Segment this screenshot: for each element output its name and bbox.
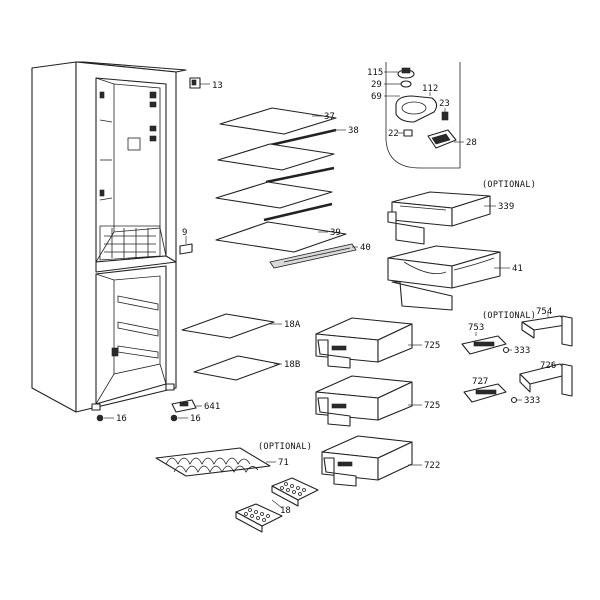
ice-trays-18: 18 <box>235 477 319 533</box>
label-29: 29 <box>371 80 382 90</box>
label-16-right: 16 <box>190 414 201 424</box>
label-726: 726 <box>540 361 556 371</box>
glass-shelf-3 <box>215 181 333 222</box>
label-333-a: 333 <box>514 346 530 356</box>
part-9-hinge: 9 <box>179 228 193 255</box>
label-725-top: 725 <box>424 341 440 351</box>
bracket-group: (OPTIONAL) 754 753 333 726 727 333 <box>461 307 573 406</box>
label-39: 39 <box>330 228 341 238</box>
shelf-trim-38: 38 <box>265 126 359 148</box>
label-41: 41 <box>512 264 523 274</box>
ice-maker-detail: 115 29 69 112 23 22 28 <box>367 62 477 169</box>
foot-16-right: 16 <box>170 414 201 424</box>
glass-shelf-39: 39 <box>215 221 347 253</box>
label-13: 13 <box>212 81 223 91</box>
part-641: 641 <box>171 399 220 413</box>
part-13-switch: 13 <box>189 77 223 91</box>
freezer-drawer-725-top: 725 <box>315 317 440 369</box>
glass-cover-18B: 18B <box>193 355 300 381</box>
label-725-mid: 725 <box>424 401 440 411</box>
freezer-drawer-722: 722 <box>321 435 440 487</box>
glass-cover-18A: 18A <box>181 313 301 339</box>
label-112: 112 <box>422 84 438 94</box>
label-333-b: 333 <box>524 396 540 406</box>
optional-note-wine-rack: (OPTIONAL) <box>258 442 312 452</box>
label-754: 754 <box>536 307 552 317</box>
label-28: 28 <box>466 138 477 148</box>
drawer-41: 41 <box>387 245 523 311</box>
label-18B: 18B <box>284 360 300 370</box>
glass-shelf-37: 37 <box>219 107 337 135</box>
label-727: 727 <box>472 377 488 387</box>
label-69: 69 <box>371 92 382 102</box>
label-23: 23 <box>439 99 450 109</box>
label-115: 115 <box>367 68 383 78</box>
label-37: 37 <box>324 112 335 122</box>
label-753: 753 <box>468 323 484 333</box>
label-18: 18 <box>280 506 291 516</box>
glass-shelf-2 <box>217 143 335 184</box>
drawer-339: (OPTIONAL) 339 <box>387 180 536 245</box>
label-40: 40 <box>360 243 371 253</box>
wine-rack-71: (OPTIONAL) 71 <box>155 442 312 477</box>
foot-16-left: 16 <box>96 414 127 424</box>
label-18A: 18A <box>284 320 301 330</box>
label-38: 38 <box>348 126 359 136</box>
label-22: 22 <box>388 129 399 139</box>
label-339: 339 <box>498 202 514 212</box>
optional-note-brackets: (OPTIONAL) <box>482 311 536 321</box>
label-641: 641 <box>204 402 220 412</box>
optional-note-drawers: (OPTIONAL) <box>482 180 536 190</box>
freezer-drawer-725-mid: 725 <box>315 375 440 427</box>
label-16-left: 16 <box>116 414 127 424</box>
label-9: 9 <box>182 228 187 238</box>
fridge-cabinet <box>31 61 187 413</box>
shelf-grille-40: 40 <box>269 243 371 269</box>
label-71: 71 <box>278 458 289 468</box>
label-722: 722 <box>424 461 440 471</box>
